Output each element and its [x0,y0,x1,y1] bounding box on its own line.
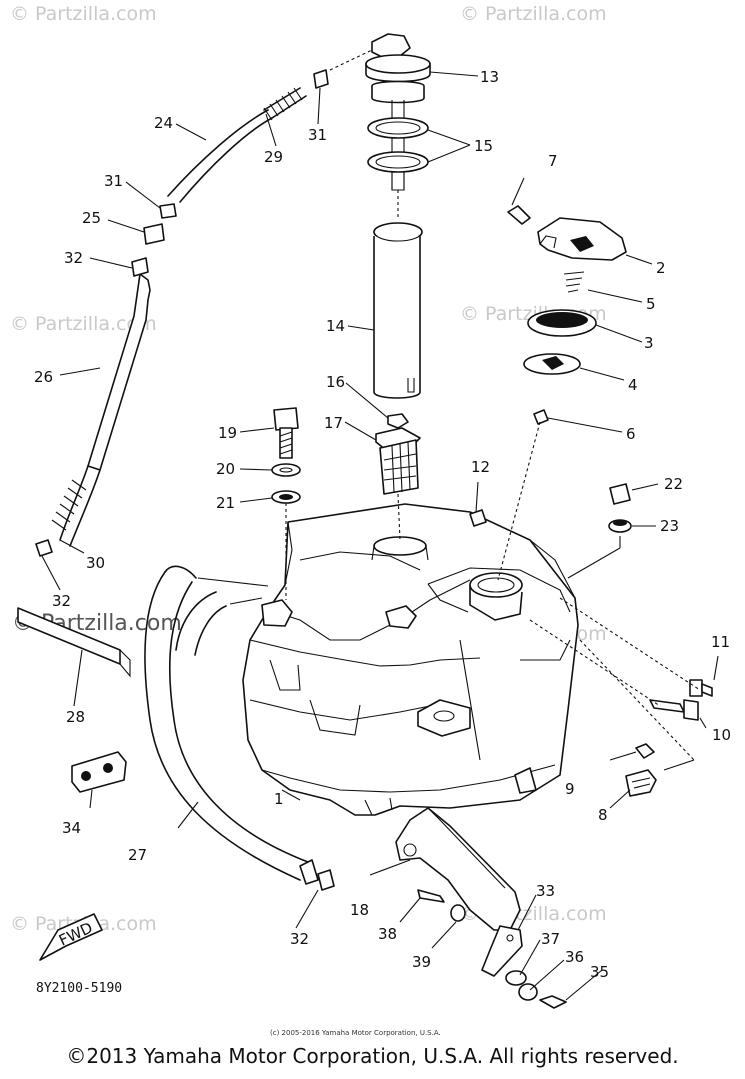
callout-8: 8 [598,806,608,824]
callout-37: 37 [541,930,560,948]
callout-19: 19 [218,424,237,442]
callout-3: 3 [644,334,654,352]
callout-5: 5 [646,295,656,313]
callout-14: 14 [326,317,345,335]
callout-25: 25 [82,209,101,227]
copyright-footer: ©2013 Yamaha Motor Corporation, U.S.A. A… [66,1044,679,1068]
clamp [71,751,127,793]
watermark: © Partzilla.com [460,3,607,25]
callout-15: 15 [474,137,493,155]
fuel-hoses [35,69,335,891]
small-copyright: (c) 2005-2016 Yamaha Motor Corporation, … [270,1029,441,1037]
callout-23: 23 [660,517,679,535]
callout-12: 12 [471,458,490,476]
callout-7: 7 [548,152,558,170]
watermark: © Partzilla.com [10,313,157,335]
callout-32b: 32 [52,592,71,610]
callout-26: 26 [34,368,53,386]
callout-27: 27 [128,846,147,864]
mount-bolts [649,679,713,721]
clip-parts [625,743,657,797]
callout-35: 35 [590,963,609,981]
strainer-assembly [375,413,421,495]
callout-28: 28 [66,708,85,726]
callout-22: 22 [664,475,683,493]
callout-13: 13 [480,68,499,86]
callout-30: 30 [86,554,105,572]
callout-29: 29 [264,148,283,166]
callout-24: 24 [154,114,173,132]
callout-31a: 31 [308,126,327,144]
cap-and-grommet [469,483,632,533]
callout-32c: 32 [290,930,309,948]
callout-6: 6 [626,425,636,443]
callout-9: 9 [565,780,575,798]
watermark: © Partzilla.com [10,3,157,25]
callout-4: 4 [628,376,638,394]
callout-numbers: 1 2 3 4 5 6 7 8 9 10 11 12 13 14 15 16 1… [34,68,731,981]
leader-lines [41,49,719,1001]
callout-1: 1 [274,790,284,808]
callout-34: 34 [62,819,81,837]
diagram-code: 8Y2100-5190 [36,981,122,996]
callout-21: 21 [216,494,235,512]
callout-31b: 31 [104,172,123,190]
hose-fittings [131,203,177,277]
fuel-sender-assembly [365,33,431,399]
callout-16: 16 [326,373,345,391]
fuel-tank [242,503,579,816]
callout-10: 10 [712,726,731,744]
callout-33: 33 [536,882,555,900]
filler-cap-assembly [507,205,627,425]
bolt-washer-stack [271,407,301,504]
callout-38: 38 [378,925,397,943]
callout-2: 2 [656,259,666,277]
callout-20: 20 [216,460,235,478]
callout-36: 36 [565,948,584,966]
bracket-assembly [395,807,567,1009]
callout-17: 17 [324,414,343,432]
callout-39: 39 [412,953,431,971]
callout-11: 11 [711,633,730,651]
callout-32a: 32 [64,249,83,267]
callout-18: 18 [350,901,369,919]
strap [17,607,131,678]
